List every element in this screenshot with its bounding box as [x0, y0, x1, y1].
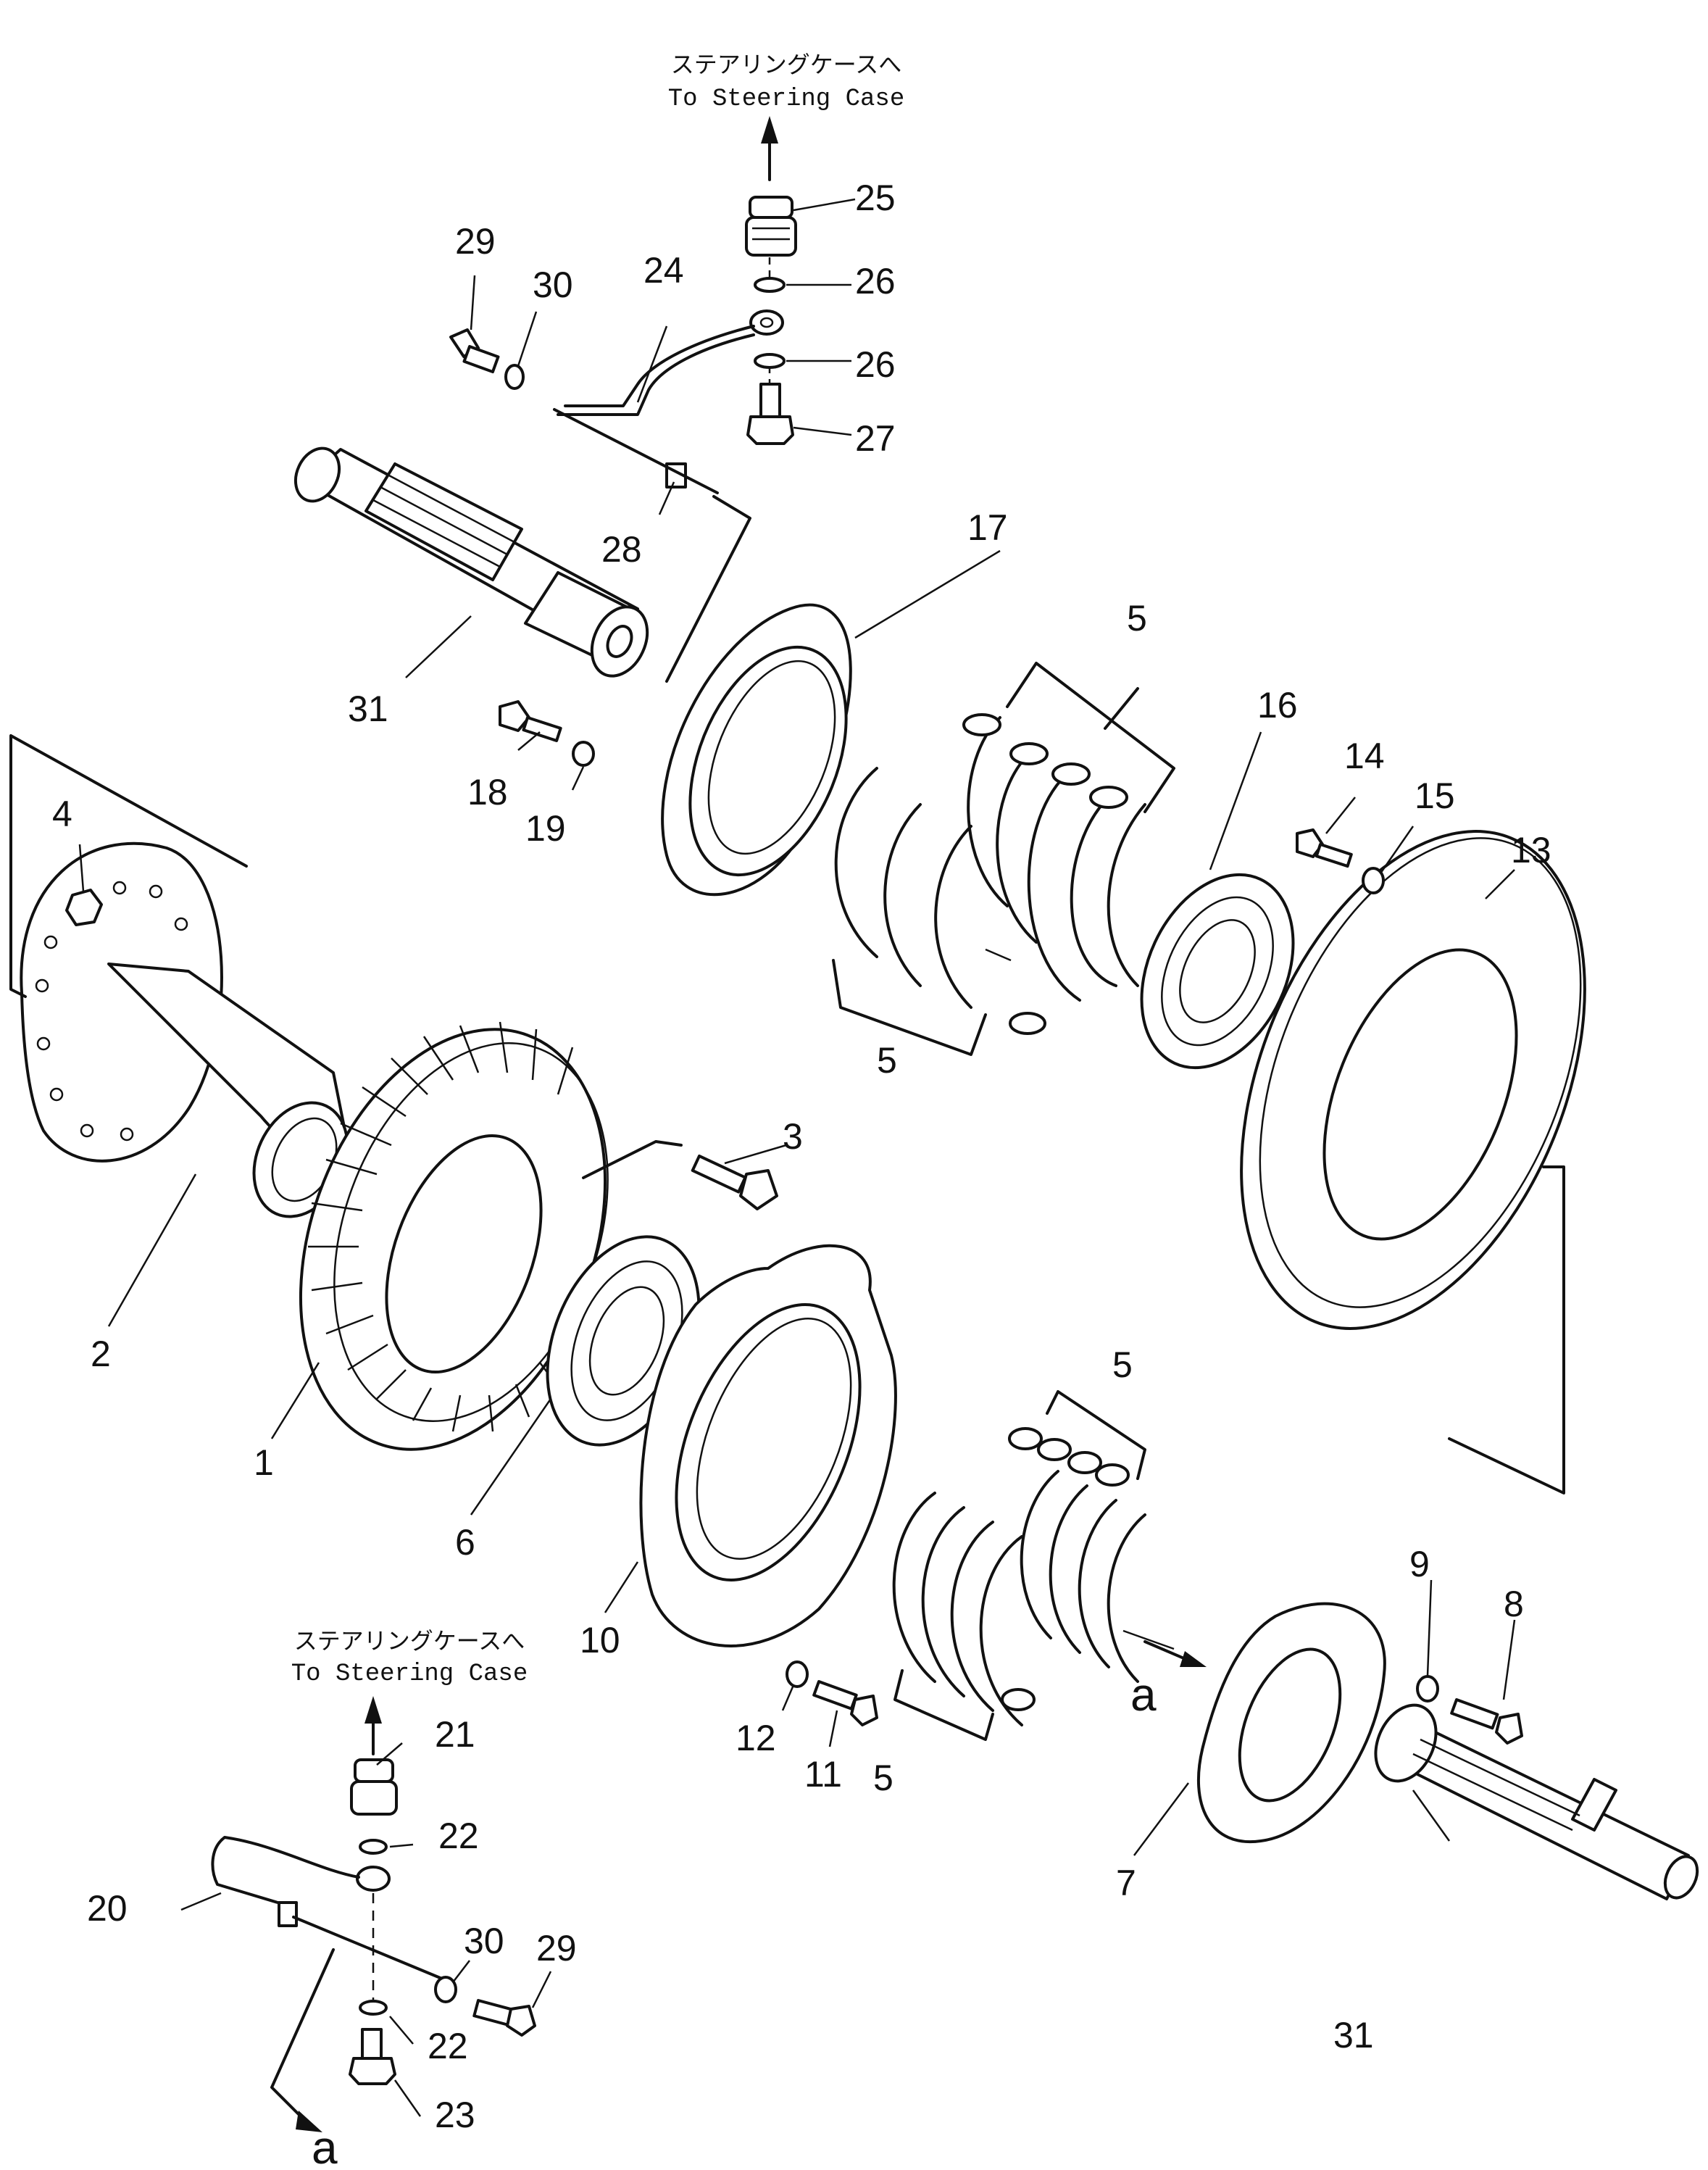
top-annotation-en: To Steering Case	[668, 86, 904, 113]
label-11: 11	[804, 1754, 842, 1795]
ref-a-bottom: a	[312, 2121, 338, 2166]
label-29-top: 29	[455, 221, 496, 262]
part-number-labels: 25 26 26 27 24 29 30 28 17 5 5 5 5 31 16…	[52, 178, 1551, 2170]
label-26-upper: 26	[855, 261, 896, 302]
bolt-3	[691, 1155, 778, 1210]
label-13: 13	[1511, 830, 1551, 870]
label-3: 3	[783, 1116, 803, 1157]
bolt-29-bottom	[472, 1999, 514, 2026]
label-5-top: 5	[1127, 598, 1147, 639]
label-25: 25	[855, 178, 896, 218]
label-14: 14	[1344, 736, 1385, 776]
label-4: 4	[52, 794, 72, 834]
bottom-arrow-icon	[364, 1696, 382, 1724]
washer-30-top	[504, 364, 525, 390]
top-destination-annotation: ステアリングケースへ To Steering Case	[668, 51, 904, 181]
top-pipe-assembly	[449, 196, 797, 494]
hub-2	[20, 841, 349, 1218]
cage-13	[1240, 830, 1586, 1330]
ref-a-center: a	[1130, 1668, 1157, 1721]
shaft-31-upper	[293, 446, 649, 678]
cover-17	[661, 603, 852, 897]
bottom-destination-annotation: ステアリングケースへ To Steering Case	[291, 1627, 528, 1755]
nut-4	[65, 889, 103, 926]
label-5-lower-left: 5	[873, 1758, 893, 1798]
top-arrow-icon	[761, 116, 778, 144]
label-17: 17	[967, 507, 1008, 548]
label-8: 8	[1504, 1584, 1524, 1624]
label-31-upper: 31	[348, 689, 388, 729]
washer-22-upper	[359, 1839, 388, 1855]
label-23: 23	[435, 2095, 475, 2135]
label-24: 24	[643, 250, 684, 291]
washer-26-upper	[754, 277, 786, 293]
housing-10	[639, 1244, 897, 1647]
bolt-23	[361, 2028, 383, 2060]
label-2: 2	[91, 1334, 111, 1374]
pipe-24	[564, 325, 755, 407]
label-22-upper: 22	[438, 1816, 479, 1856]
label-22-lower: 22	[428, 2026, 468, 2066]
bottom-annotation-en: To Steering Case	[291, 1660, 528, 1688]
label-27: 27	[855, 418, 896, 459]
washer-30-bottom	[434, 1976, 457, 2003]
label-28: 28	[601, 529, 642, 570]
label-21: 21	[435, 1714, 475, 1755]
bottom-annotation-jp: ステアリングケースへ	[294, 1627, 525, 1655]
pipe-20	[211, 1836, 360, 1908]
label-16: 16	[1257, 685, 1298, 726]
label-9: 9	[1409, 1544, 1430, 1584]
label-18: 18	[467, 772, 508, 812]
label-30-top: 30	[533, 265, 573, 305]
label-12: 12	[736, 1718, 776, 1758]
label-19: 19	[525, 808, 566, 849]
label-20: 20	[87, 1888, 128, 1929]
label-29-bottom: 29	[536, 1928, 577, 1969]
bearing-16	[1140, 873, 1295, 1070]
retainer-7	[1196, 1602, 1386, 1844]
label-1: 1	[254, 1442, 274, 1483]
label-5-lower-right: 5	[1112, 1344, 1133, 1385]
bolt-29-top	[449, 328, 500, 374]
label-6: 6	[455, 1522, 475, 1563]
shaft-31-lower	[1374, 1703, 1699, 1900]
washer-22-lower	[359, 2000, 388, 2016]
label-26-lower: 26	[855, 344, 896, 385]
fitting-21	[354, 1758, 394, 1783]
label-31-lower: 31	[1333, 2015, 1374, 2055]
grouping-brackets	[9, 495, 1565, 2121]
label-10: 10	[580, 1620, 620, 1660]
washer-26-lower	[754, 353, 786, 369]
bottom-pipe-assembly	[211, 1758, 536, 2085]
ref-a-arrow-icon	[1180, 1651, 1207, 1667]
shims-5-lower	[892, 1427, 1146, 1726]
leader-lines	[78, 198, 1516, 2117]
label-5-mid: 5	[877, 1040, 897, 1081]
shims-5-upper	[834, 713, 1146, 1035]
label-15: 15	[1415, 776, 1455, 816]
bolt-27	[746, 383, 794, 445]
label-7: 7	[1116, 1863, 1136, 1903]
bevel-gear-1	[299, 1021, 609, 1451]
ref-a-bottom-arrow-icon	[296, 2111, 322, 2132]
top-annotation-jp: ステアリングケースへ	[671, 51, 901, 78]
clamp	[278, 1901, 298, 1927]
label-30-bottom: 30	[464, 1921, 504, 1961]
fitting-25	[745, 196, 797, 257]
fasteners-center	[499, 700, 1523, 1745]
